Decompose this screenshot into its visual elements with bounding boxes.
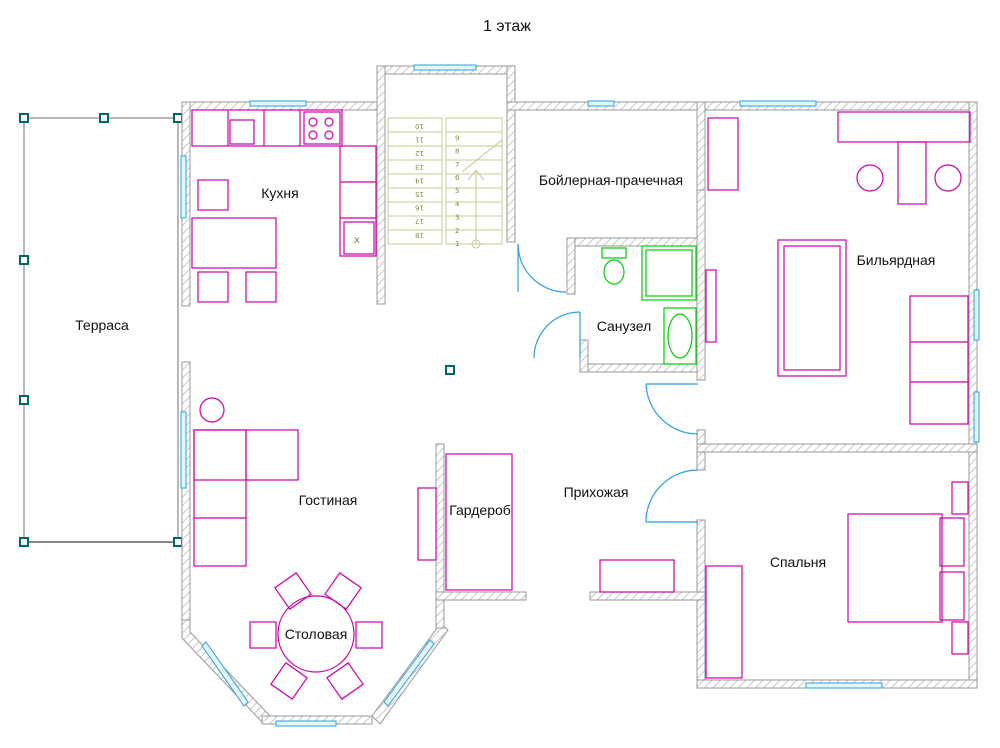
stair-step-number: 11 (415, 136, 424, 144)
room-label-kitchen: Кухня (261, 185, 299, 201)
dining-furniture (249, 572, 383, 700)
bath-cabinet (705, 269, 717, 343)
room-label-bathroom: Санузел (596, 318, 652, 334)
doors (517, 243, 699, 523)
stair-step-number: 9 (455, 134, 459, 142)
stair-step-number: 6 (455, 174, 460, 182)
room-label-terrace: Терраса (75, 317, 129, 333)
stair-step-number: 16 (415, 204, 424, 212)
stair-step-number: 5 (455, 187, 459, 195)
stair-step-number: 8 (455, 148, 459, 156)
stair-step-number: 3 (455, 214, 459, 222)
room-label-bedroom: Спальня (769, 554, 827, 570)
stair-step-number: 1 (455, 240, 459, 248)
bathroom-fixtures (601, 245, 697, 365)
stair-step-number: 7 (455, 161, 459, 169)
room-label-dining: Столовая (284, 626, 348, 642)
stair-step-number: 12 (415, 149, 424, 157)
sink-mark: x (354, 235, 360, 246)
stair-step-number: 17 (415, 217, 424, 225)
stairs (387, 117, 503, 249)
billiard-furniture (707, 111, 971, 425)
bay-walls (181, 599, 449, 725)
stair-step-number: 2 (455, 227, 459, 235)
stair-step-number: 18 (415, 231, 424, 239)
room-label-hallway: Прихожая (563, 484, 629, 500)
room-label-wardrobe: Гардероб (449, 502, 511, 518)
terrace (19, 113, 455, 547)
living-furniture (193, 397, 513, 591)
stair-step-number: 4 (455, 200, 460, 208)
room-label-living: Гостиная (298, 492, 358, 508)
stair-step-number: 13 (415, 163, 424, 171)
bedroom-furniture (599, 481, 969, 679)
room-label-boiler-laundry: Бойлерная-прачечная (538, 172, 684, 188)
kitchen-furniture (191, 109, 377, 303)
stair-step-number: 14 (415, 176, 424, 184)
terrace-posts (19, 113, 455, 547)
windows (180, 64, 980, 727)
walls (181, 65, 978, 689)
floor-title: 1 этаж (483, 18, 531, 35)
room-label-billiard: Бильярдная (856, 252, 936, 268)
stair-step-number: 15 (415, 190, 424, 198)
stair-step-number: 10 (415, 122, 424, 130)
